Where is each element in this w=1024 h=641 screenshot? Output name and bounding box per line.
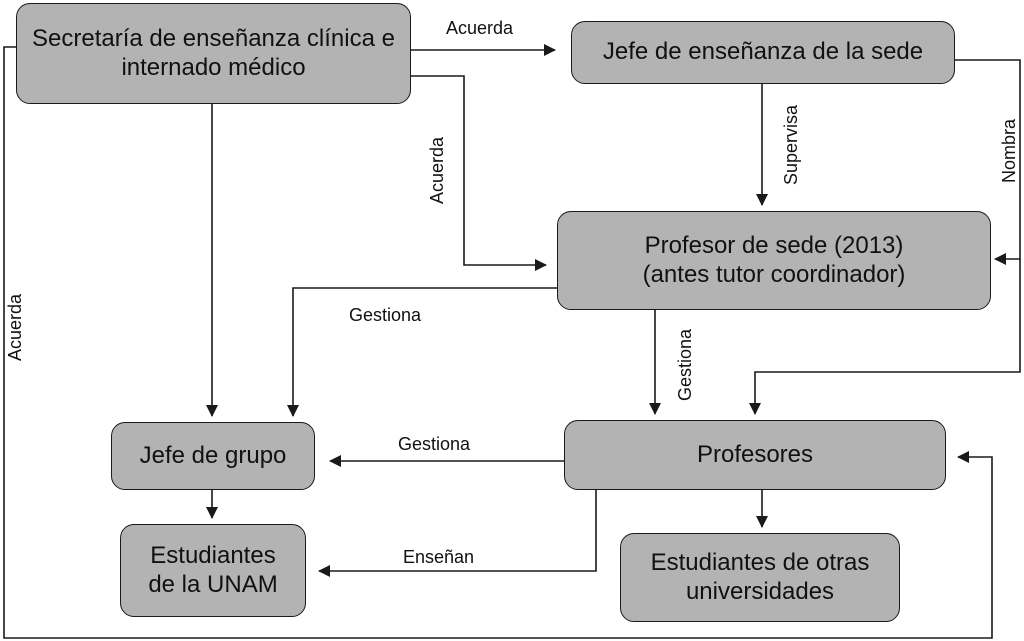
- edge-label-nombra: Nombra: [999, 118, 1019, 183]
- edge-label-acuerda-left: Acuerda: [5, 293, 25, 361]
- edge-label-acuerda-top: Acuerda: [446, 18, 514, 38]
- edge-profesor-sede-to-jefe-grupo: [287, 287, 558, 417]
- edge-jefe-ensenanza-nombra-profesor-sede: [955, 59, 1021, 265]
- node-estudiantes-unam-line1: Estudiantes: [150, 541, 276, 569]
- node-secretaria: Secretaría de enseñanza clínica e intern…: [16, 3, 411, 104]
- edge-label-supervisa: Supervisa: [781, 104, 801, 185]
- node-profesor-sede-line1: Profesor de sede (2013): [644, 231, 904, 259]
- node-jefe-grupo: Jefe de grupo: [111, 422, 315, 490]
- edge-label-acuerda-mid: Acuerda: [427, 136, 447, 204]
- node-profesor-sede-line2: (antes tutor coordinador): [642, 260, 906, 288]
- node-profesores-label: Profesores: [696, 440, 814, 468]
- node-profesores: Profesores: [564, 420, 946, 490]
- node-secretaria-line1: Secretaría de enseñanza clínica e: [32, 24, 395, 52]
- node-estudiantes-otras-line1: Estudiantes de otras: [650, 548, 870, 576]
- node-profesor-sede: Profesor de sede (2013) (antes tutor coo…: [557, 211, 991, 310]
- edge-label-ensenan: Enseñan: [403, 547, 475, 567]
- node-jefe-ensenanza-label: Jefe de enseñanza de la sede: [602, 38, 924, 66]
- edge-label-gestiona-vert: Gestiona: [675, 328, 695, 401]
- node-estudiantes-unam-line2: de la UNAM: [148, 570, 278, 598]
- edge-secretaria-to-profesores: [3, 46, 993, 639]
- node-estudiantes-otras: Estudiantes de otras universidades: [620, 533, 900, 622]
- node-jefe-ensenanza: Jefe de enseñanza de la sede: [571, 21, 955, 84]
- edge-profesores-to-estudiantes-unam: [318, 490, 597, 577]
- node-estudiantes-otras-line2: universidades: [685, 577, 835, 605]
- edge-jefe-ensenanza-nombra-profesores: [749, 259, 1021, 415]
- edge-label-gestiona-left: Gestiona: [349, 305, 422, 325]
- node-jefe-grupo-label: Jefe de grupo: [139, 441, 287, 469]
- node-estudiantes-unam: Estudiantes de la UNAM: [120, 524, 306, 617]
- node-secretaria-line2: internado médico: [121, 53, 306, 81]
- edge-label-gestiona-profesores: Gestiona: [398, 434, 471, 454]
- edge-secretaria-to-profesor-sede: [411, 75, 547, 271]
